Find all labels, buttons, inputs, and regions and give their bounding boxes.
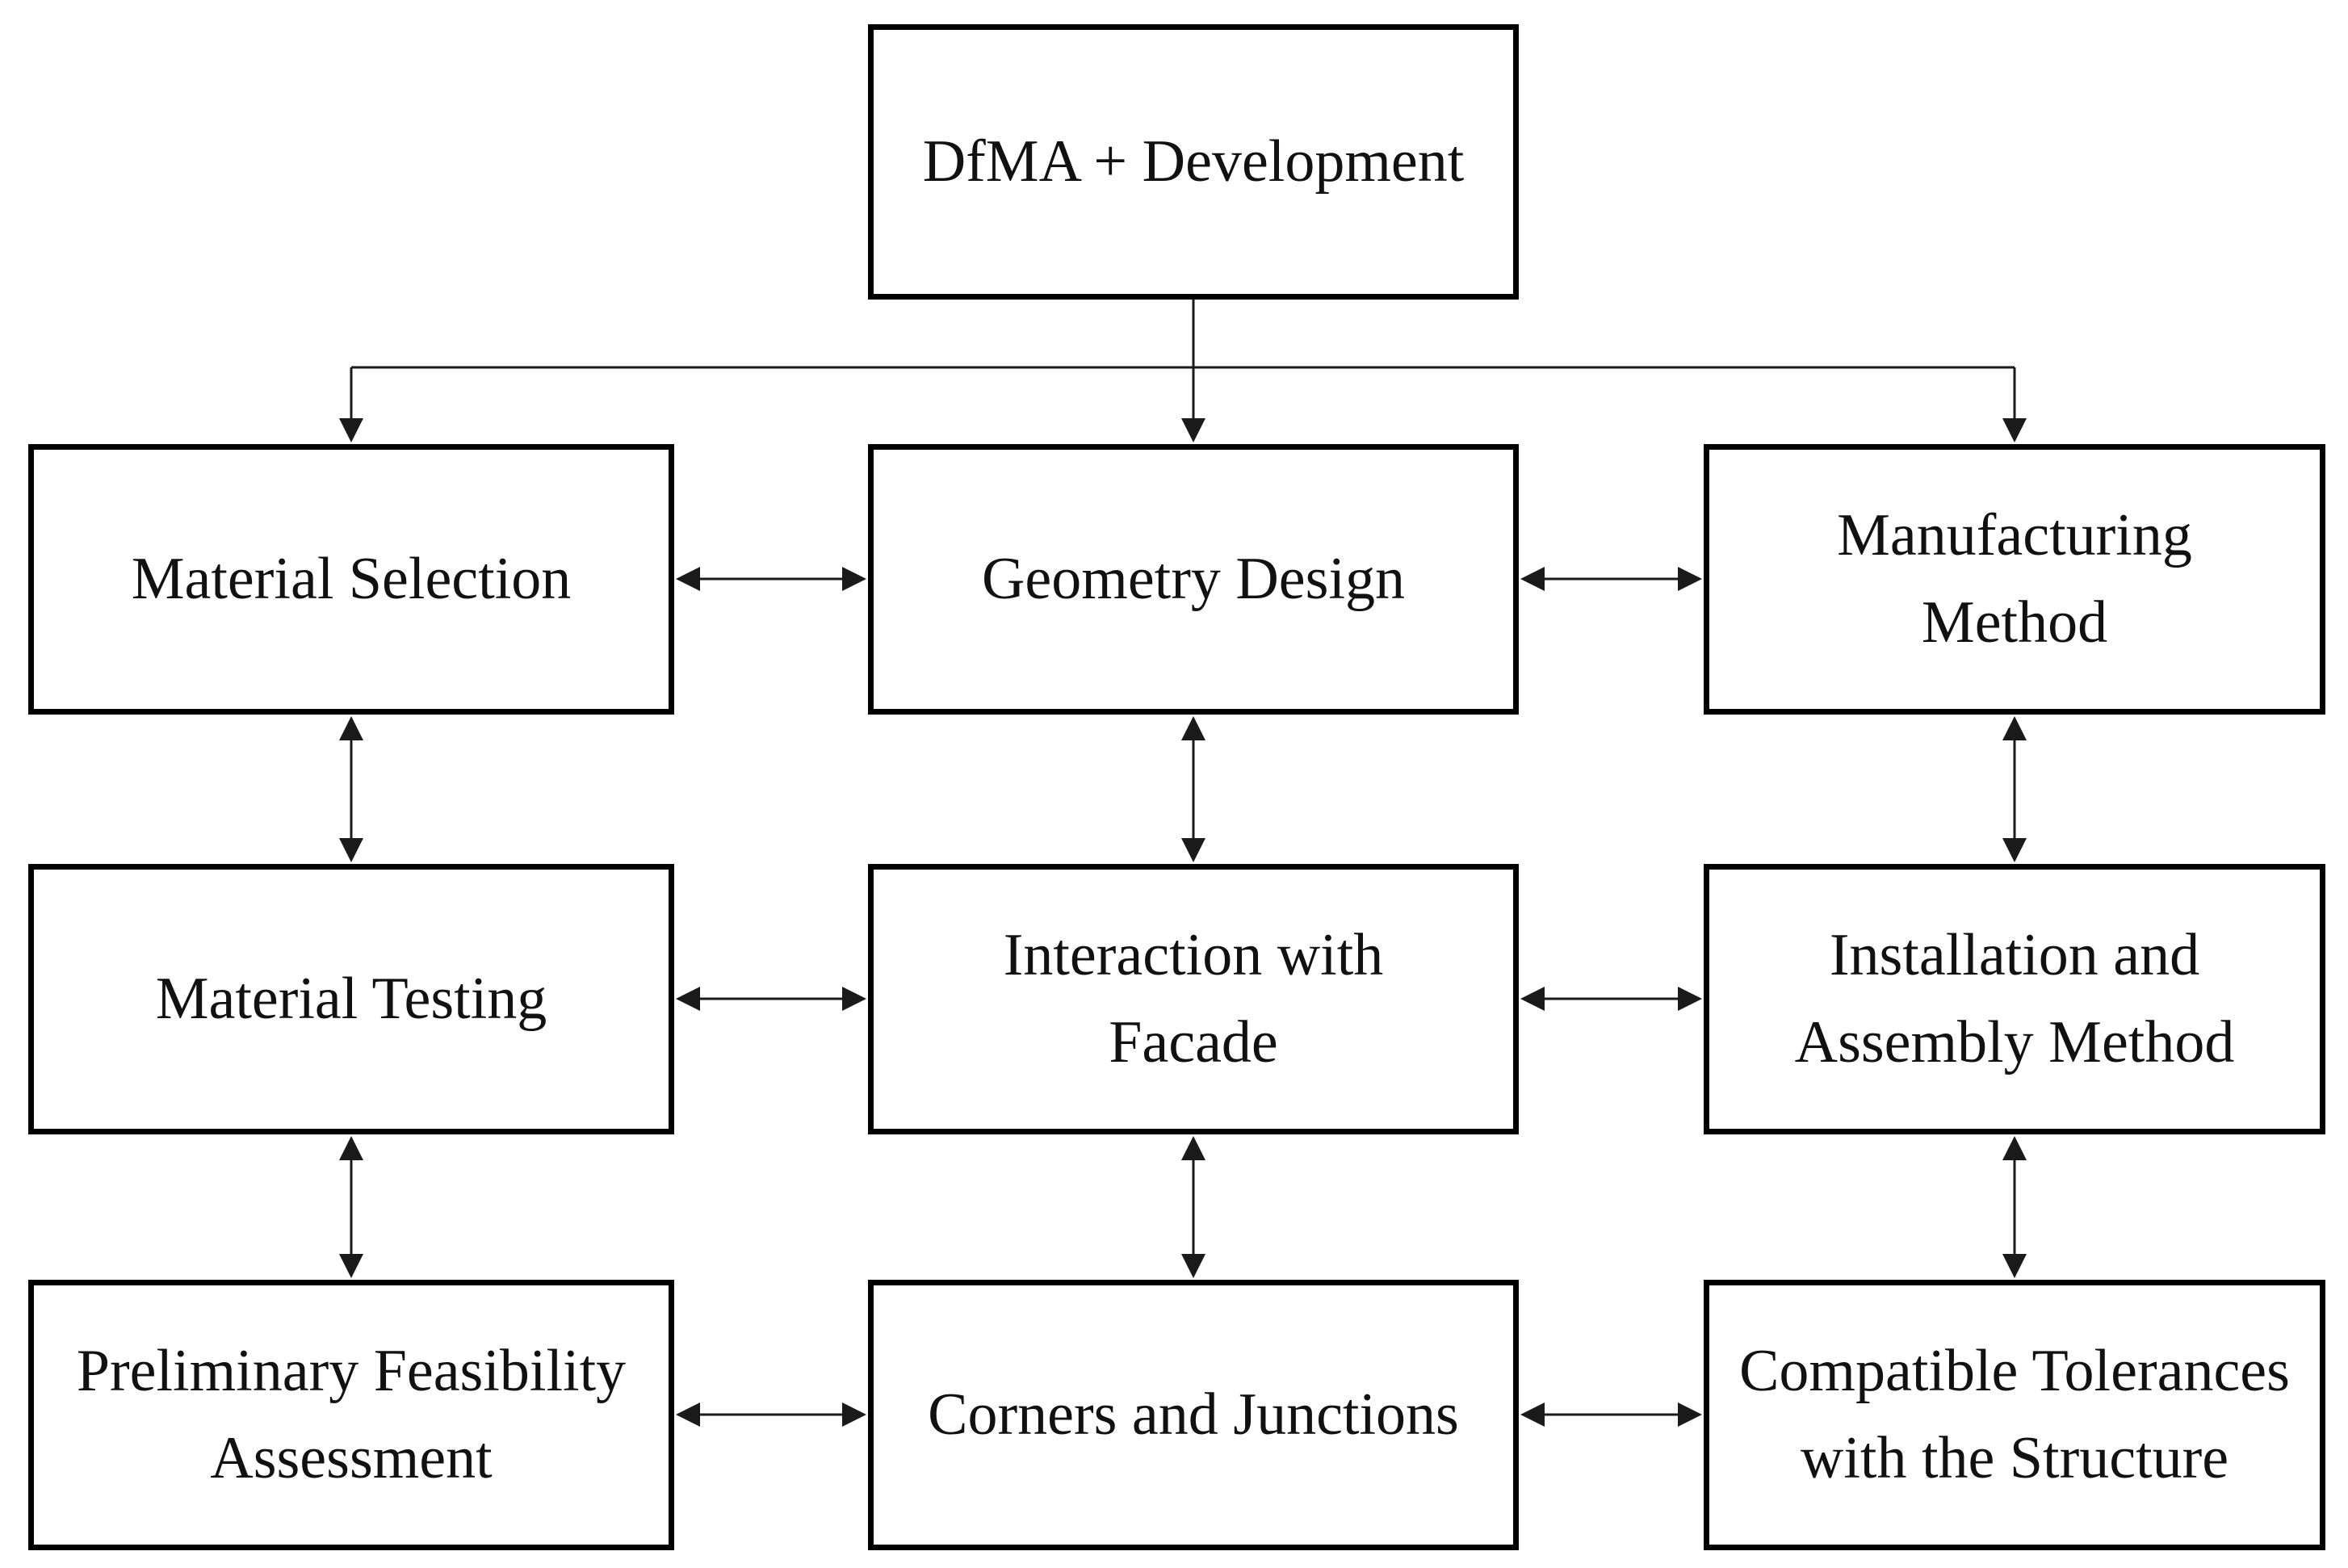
node-label: Material Selection xyxy=(131,545,572,612)
node-compatible-tolerances: Compatible Tolerances with the Structure xyxy=(1704,1280,2325,1550)
node-label: Material Testing xyxy=(155,965,547,1032)
node-label-line2: Assembly Method xyxy=(1794,1008,2235,1075)
node-label-line2: with the Structure xyxy=(1800,1424,2229,1491)
node-label: Manufacturing xyxy=(1837,502,2192,569)
node-installation-assembly-method: Installation and Assembly Method xyxy=(1704,864,2325,1134)
node-label: DfMA + Development xyxy=(922,128,1465,195)
node-material-selection: Material Selection xyxy=(28,444,674,715)
node-label-line2: Assessment xyxy=(210,1424,493,1491)
node-label: Geometry Design xyxy=(981,545,1406,612)
node-label: Compatible Tolerances xyxy=(1739,1338,2290,1405)
node-preliminary-feasibility-assessment: Preliminary Feasibility Assessment xyxy=(28,1280,674,1550)
node-corners-and-junctions: Corners and Junctions xyxy=(868,1280,1519,1550)
node-dfma-development: DfMA + Development xyxy=(868,24,1519,300)
node-label: Corners and Junctions xyxy=(928,1381,1459,1448)
node-manufacturing-method: Manufacturing Method xyxy=(1704,444,2325,715)
node-label-line2: Facade xyxy=(1109,1008,1278,1075)
node-interaction-with-facade: Interaction with Facade xyxy=(868,864,1519,1134)
node-label: Preliminary Feasibility xyxy=(76,1338,627,1405)
node-material-testing: Material Testing xyxy=(28,864,674,1134)
node-geometry-design: Geometry Design xyxy=(868,444,1519,715)
node-label-line2: Method xyxy=(1921,589,2108,656)
node-label: Interaction with xyxy=(1003,922,1384,989)
node-label: Installation and xyxy=(1829,922,2200,989)
